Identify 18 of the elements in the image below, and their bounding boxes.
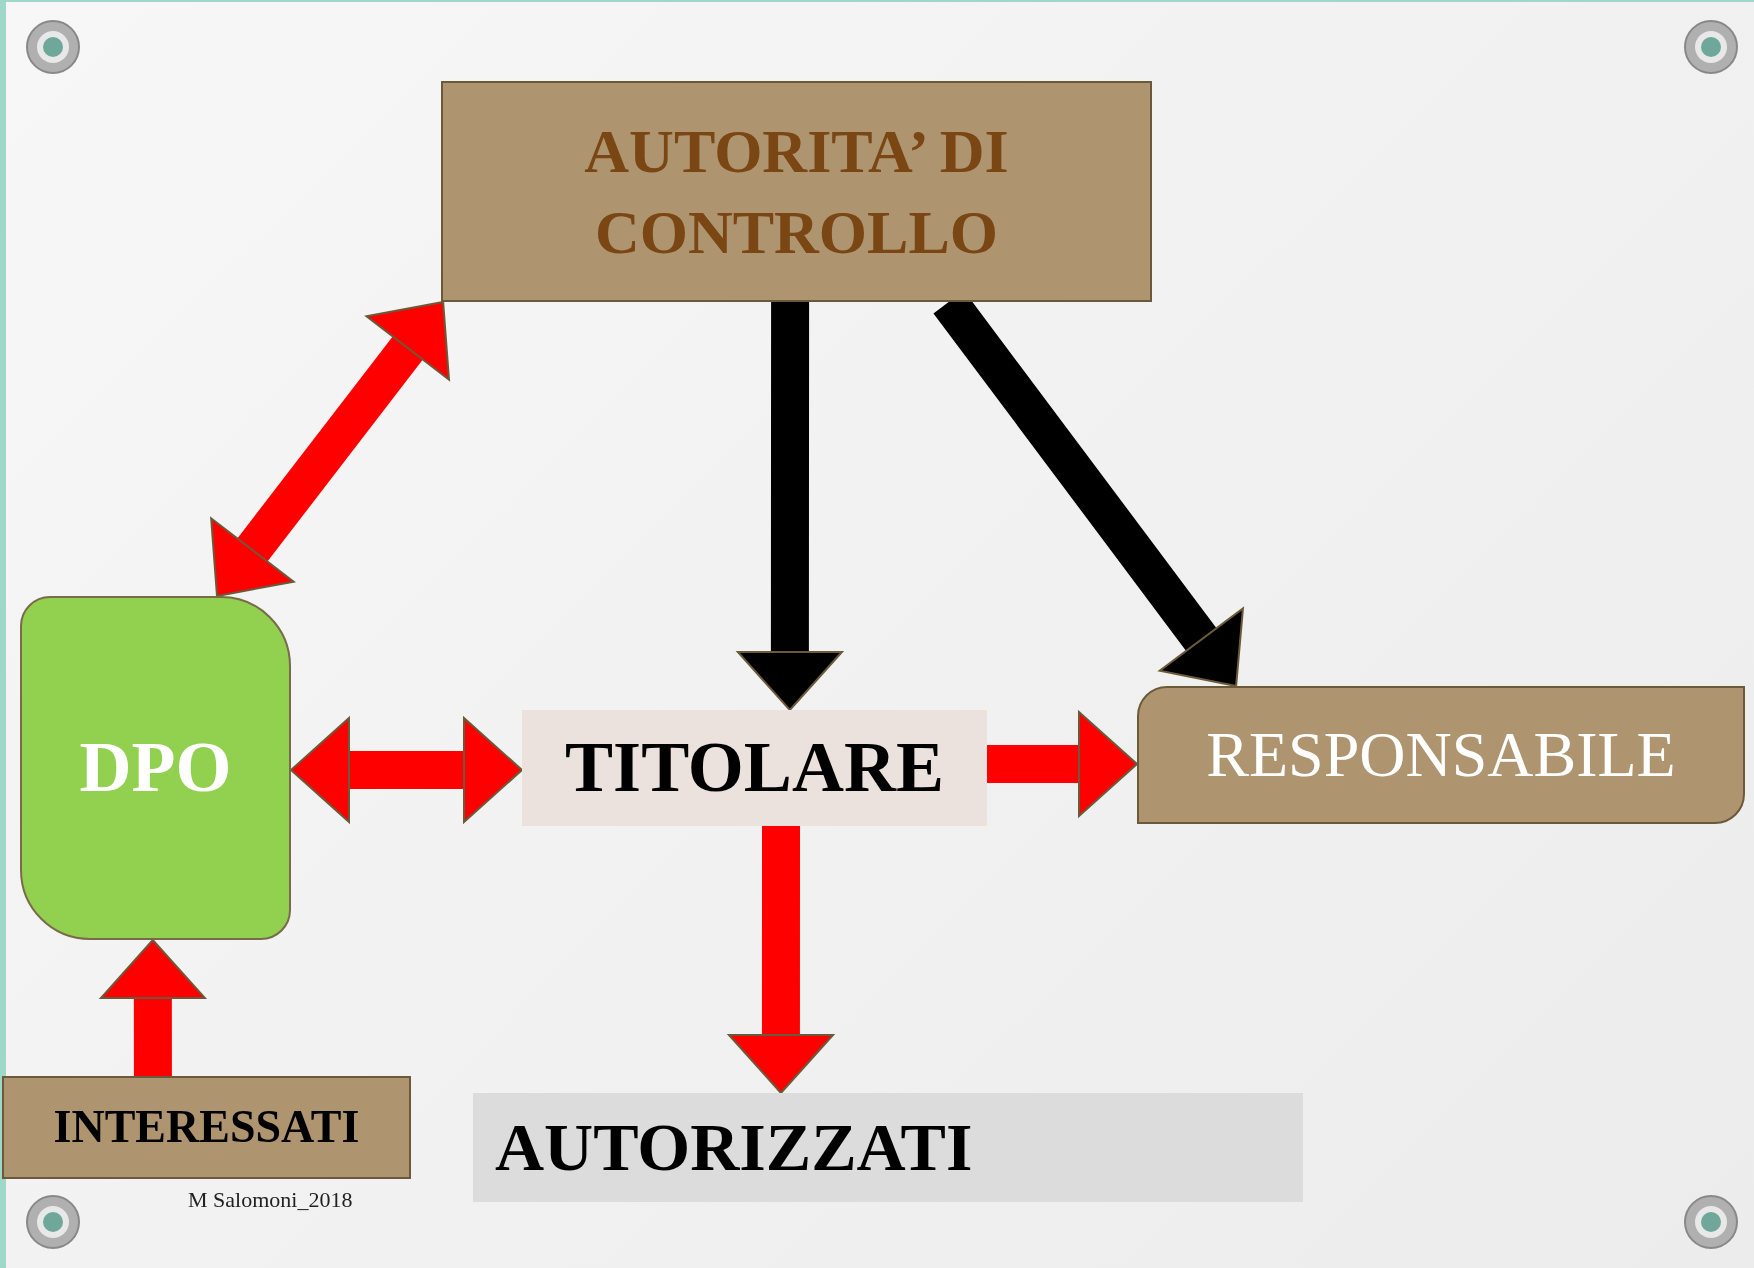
controller-box [522,710,987,826]
node-label: DPO [79,728,232,808]
double-arrow [290,717,523,824]
node-label: TITOLARE [565,728,944,808]
data-subjects-box [2,1076,411,1179]
authorized-box [473,1093,1303,1202]
node-label: INTERESSATI [53,1102,360,1153]
arrow [736,302,843,711]
arrow [986,711,1138,817]
processor-box [1137,686,1745,824]
authority-box [441,81,1152,302]
arrow [99,939,206,1076]
author-credit: M Salomoni_2018 [188,1187,353,1213]
dpo-box [20,596,291,940]
node-label: RESPONSABILE [1206,719,1676,791]
node-label: AUTORIZZATI [495,1110,973,1185]
node-label: AUTORITA’ DI CONTROLLO [583,115,1010,268]
arrow [727,825,834,1094]
